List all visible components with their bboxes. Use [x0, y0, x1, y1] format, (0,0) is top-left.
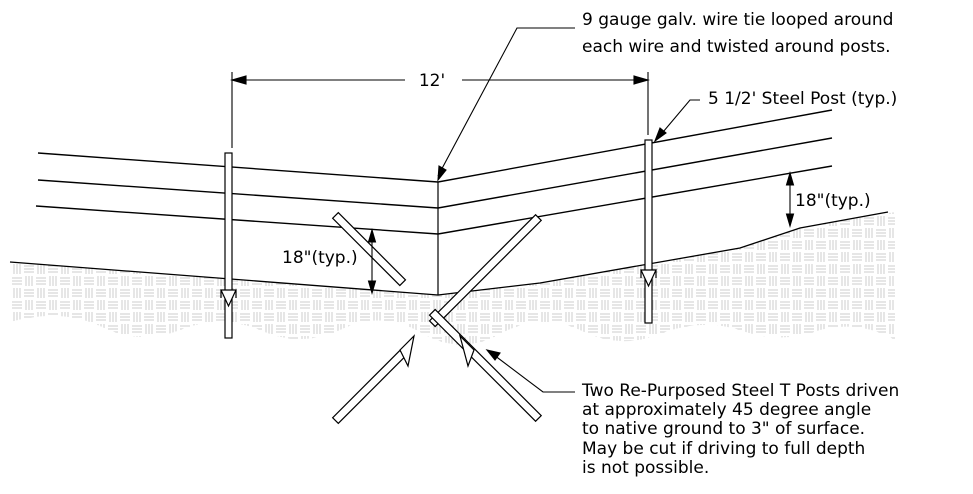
wire-tie-leader — [437, 27, 575, 182]
right-height-dimension — [785, 171, 795, 228]
wire-tie-note-line1: 9 gauge galv. wire tie looped around — [582, 10, 893, 30]
soil-hatch — [10, 212, 895, 345]
svg-text:May be cut if driving to full: May be cut if driving to full depth — [582, 439, 865, 459]
steel-post-leader — [653, 99, 700, 143]
brace-post-b — [331, 211, 543, 423]
svg-text:at approximately 45 degree ang: at approximately 45 degree angle — [582, 400, 871, 420]
steel-post-note: 5 1/2' Steel Post (typ.) — [708, 89, 897, 109]
brace-post-a — [331, 213, 543, 425]
right-height-label: 18"(typ.) — [795, 191, 871, 211]
right-steel-post — [640, 139, 657, 324]
left-height-label: 18"(typ.) — [282, 248, 358, 268]
svg-text:to native ground to 3" of surf: to native ground to 3" of surface. — [582, 419, 865, 439]
span-dimension-label: 12' — [419, 71, 445, 91]
brace-anchor-right — [458, 333, 475, 368]
wire-top — [37, 109, 833, 183]
wire-tie-note-line2: each wire and twisted around posts. — [582, 37, 891, 57]
fence-wires — [35, 109, 833, 235]
brace-anchor-left — [399, 334, 415, 368]
left-steel-post — [220, 152, 237, 339]
svg-text:is not possible.: is not possible. — [582, 458, 709, 478]
brace-note-leader — [485, 349, 575, 393]
span-dimension — [229, 72, 651, 148]
wire-middle — [37, 137, 833, 209]
wire-bottom — [35, 165, 833, 235]
brace-note: Two Re-Purposed Steel T Posts driven at … — [581, 381, 899, 478]
left-height-dimension — [367, 228, 377, 295]
ground-surface-line — [9, 211, 889, 296]
svg-text:Two Re-Purposed Steel T Posts: Two Re-Purposed Steel T Posts driven — [581, 381, 899, 401]
